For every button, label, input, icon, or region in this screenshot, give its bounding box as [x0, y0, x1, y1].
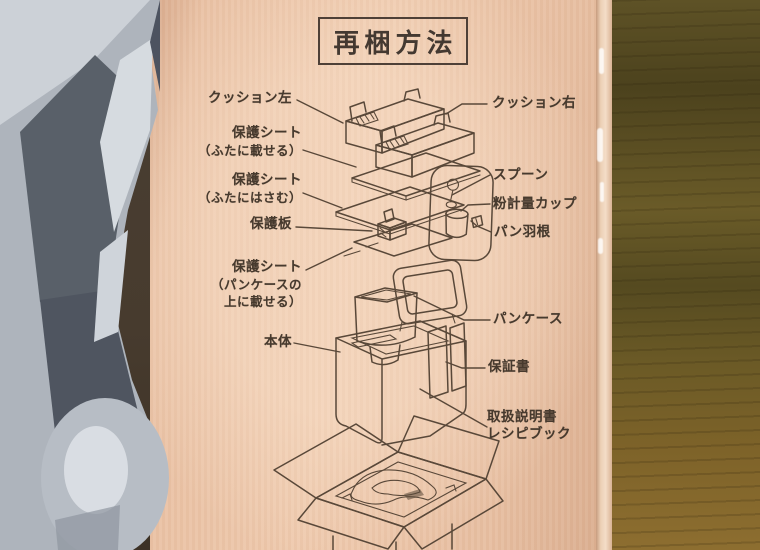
- label-manual-line2: レシピブック: [487, 426, 571, 442]
- label-pancase: パンケース: [493, 311, 563, 327]
- label-body: 本体: [264, 334, 292, 350]
- title-box: 再梱方法: [318, 17, 468, 65]
- scuff-mark: [599, 48, 604, 74]
- label-sheet-on-pancase-line2: （パンケースの: [210, 277, 302, 292]
- spoon-drawing: [445, 178, 460, 209]
- label-sheet-on-pancase-line3: 上に載せる）: [223, 294, 302, 309]
- label-cushion-right: クッション右: [492, 95, 576, 111]
- label-warranty: 保証書: [488, 359, 530, 375]
- label-sheet-on-lid-line1: 保護シート: [232, 125, 302, 141]
- scuff-mark: [597, 128, 603, 162]
- leader-lines: [293, 99, 492, 428]
- carton-drawing: [273, 415, 504, 550]
- label-manual: 取扱説明書 レシピブック: [487, 409, 571, 443]
- label-sheet-on-pancase-line1: 保護シート: [232, 259, 302, 275]
- label-sheet-in-lid: 保護シート （ふたにはさむ）: [165, 172, 302, 206]
- label-sheet-on-lid: 保護シート （ふたに載せる）: [165, 125, 302, 159]
- plate-drawing: [353, 208, 453, 257]
- label-paddle: パン羽根: [494, 224, 551, 240]
- lid-hinge-lines: [399, 313, 456, 332]
- body-drawing: [335, 320, 467, 446]
- scuff-mark: [598, 238, 603, 254]
- cardboard-box-face: [150, 0, 596, 550]
- plastic-bag: [0, 0, 169, 550]
- bag-highlight-spot: [64, 426, 128, 514]
- label-cup: 粉計量カップ: [493, 196, 577, 212]
- sheet-on-pancase-drawing: [343, 250, 361, 257]
- label-sheet-in-lid-line1: 保護シート: [232, 172, 302, 188]
- label-plate: 保護板: [250, 216, 292, 232]
- measuring-cup-drawing: [445, 208, 469, 239]
- bread-pan-drawing: [354, 287, 418, 366]
- accessory-tray-drawing: [428, 164, 494, 262]
- cushion-left-drawing: [345, 88, 445, 154]
- label-sheet-in-lid-line2: （ふたにはさむ）: [197, 190, 302, 205]
- label-manual-line1: 取扱説明書: [487, 409, 557, 425]
- cushion-right-drawing: [375, 112, 475, 178]
- bread-paddle-drawing: [471, 214, 484, 229]
- label-sheet-on-lid-line2: （ふたに載せる）: [197, 143, 302, 158]
- page-title: 再梱方法: [333, 28, 458, 59]
- lid-drawing: [392, 259, 468, 325]
- label-spoon: スプーン: [493, 167, 549, 183]
- sheet-on-lid-drawing: [351, 152, 481, 201]
- label-sheet-on-pancase: 保護シート （パンケースの 上に載せる）: [168, 259, 302, 310]
- bag-highlight-fold: [0, 0, 150, 125]
- wooden-floor-right: [610, 0, 760, 550]
- warranty-drawing: [427, 322, 467, 399]
- scuff-mark: [600, 182, 604, 202]
- label-cushion-left: クッション左: [208, 90, 292, 106]
